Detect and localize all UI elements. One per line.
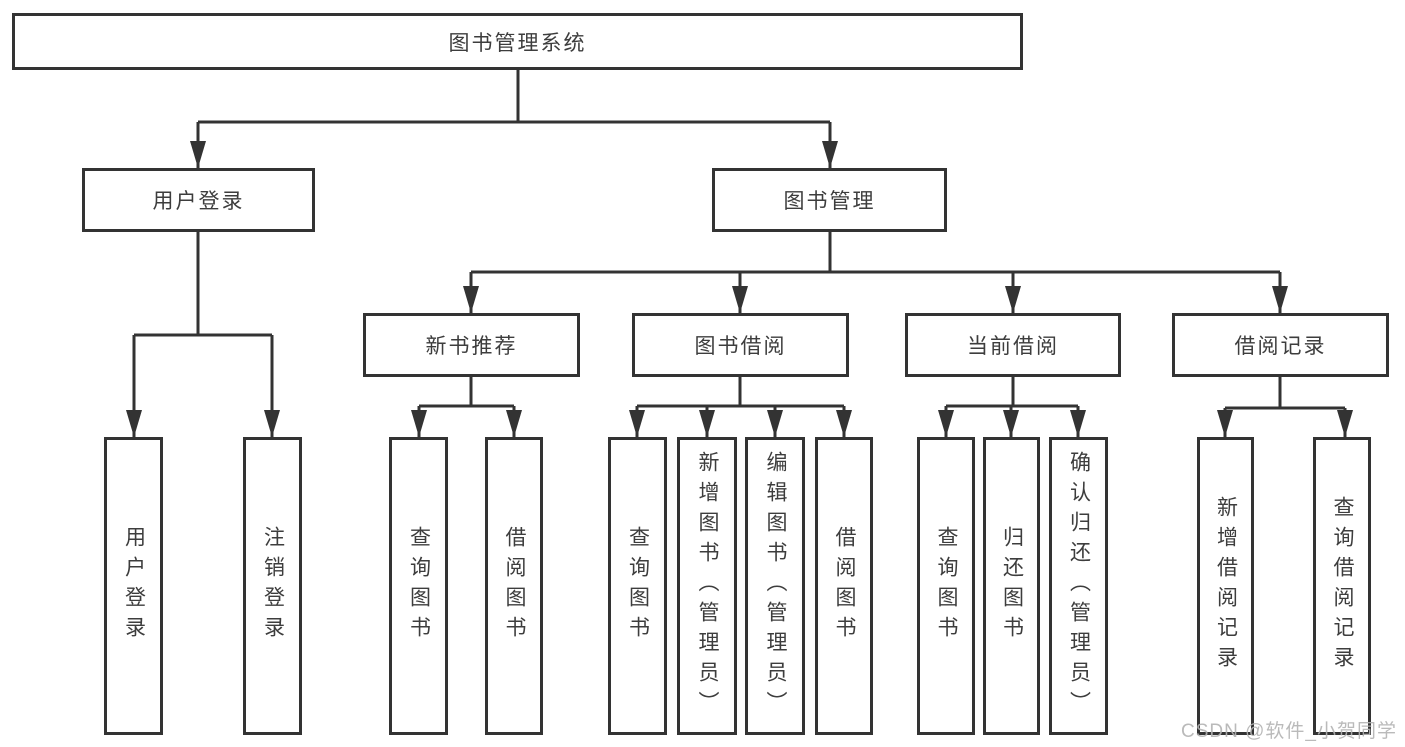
arrowheads [126,141,1353,437]
node-user-login: 用户登录 [82,168,315,232]
node-borrow-records: 借阅记录 [1172,313,1389,377]
leaf-query-books-newrec: 查询图书 [389,437,448,735]
connector-borrow-branch [635,377,846,437]
leaf-confirm-return-admin: 确认归还（管理员） [1049,437,1108,735]
leaf-query-books-borrow: 查询图书 [608,437,667,735]
connector-newrec-branch [417,377,516,437]
connector-login-branch [132,232,274,437]
leaf-borrow-books: 借阅图书 [815,437,873,735]
leaf-user-login: 用户登录 [104,437,163,735]
leaf-edit-books-admin: 编辑图书（管理员） [745,437,805,735]
leaf-add-borrow-record: 新增借阅记录 [1197,437,1254,735]
node-current-borrowing: 当前借阅 [905,313,1121,377]
leaf-return-books: 归还图书 [983,437,1040,735]
leaf-query-borrow-record: 查询借阅记录 [1313,437,1371,735]
leaf-borrow-books-newrec: 借阅图书 [485,437,543,735]
connector-root-branch [196,70,832,168]
node-book-management: 图书管理 [712,168,947,232]
connector-record-branch [1223,377,1347,437]
node-book-borrowing: 图书借阅 [632,313,849,377]
connector-mgmt-branch [469,232,1282,313]
leaf-logout: 注销登录 [243,437,302,735]
node-new-book-recommend: 新书推荐 [363,313,580,377]
leaf-add-books-admin: 新增图书（管理员） [677,437,737,735]
leaf-query-books-current: 查询图书 [917,437,975,735]
csdn-watermark: CSDN @软件_小贺同学 [1181,721,1397,742]
node-root: 图书管理系统 [12,13,1023,70]
